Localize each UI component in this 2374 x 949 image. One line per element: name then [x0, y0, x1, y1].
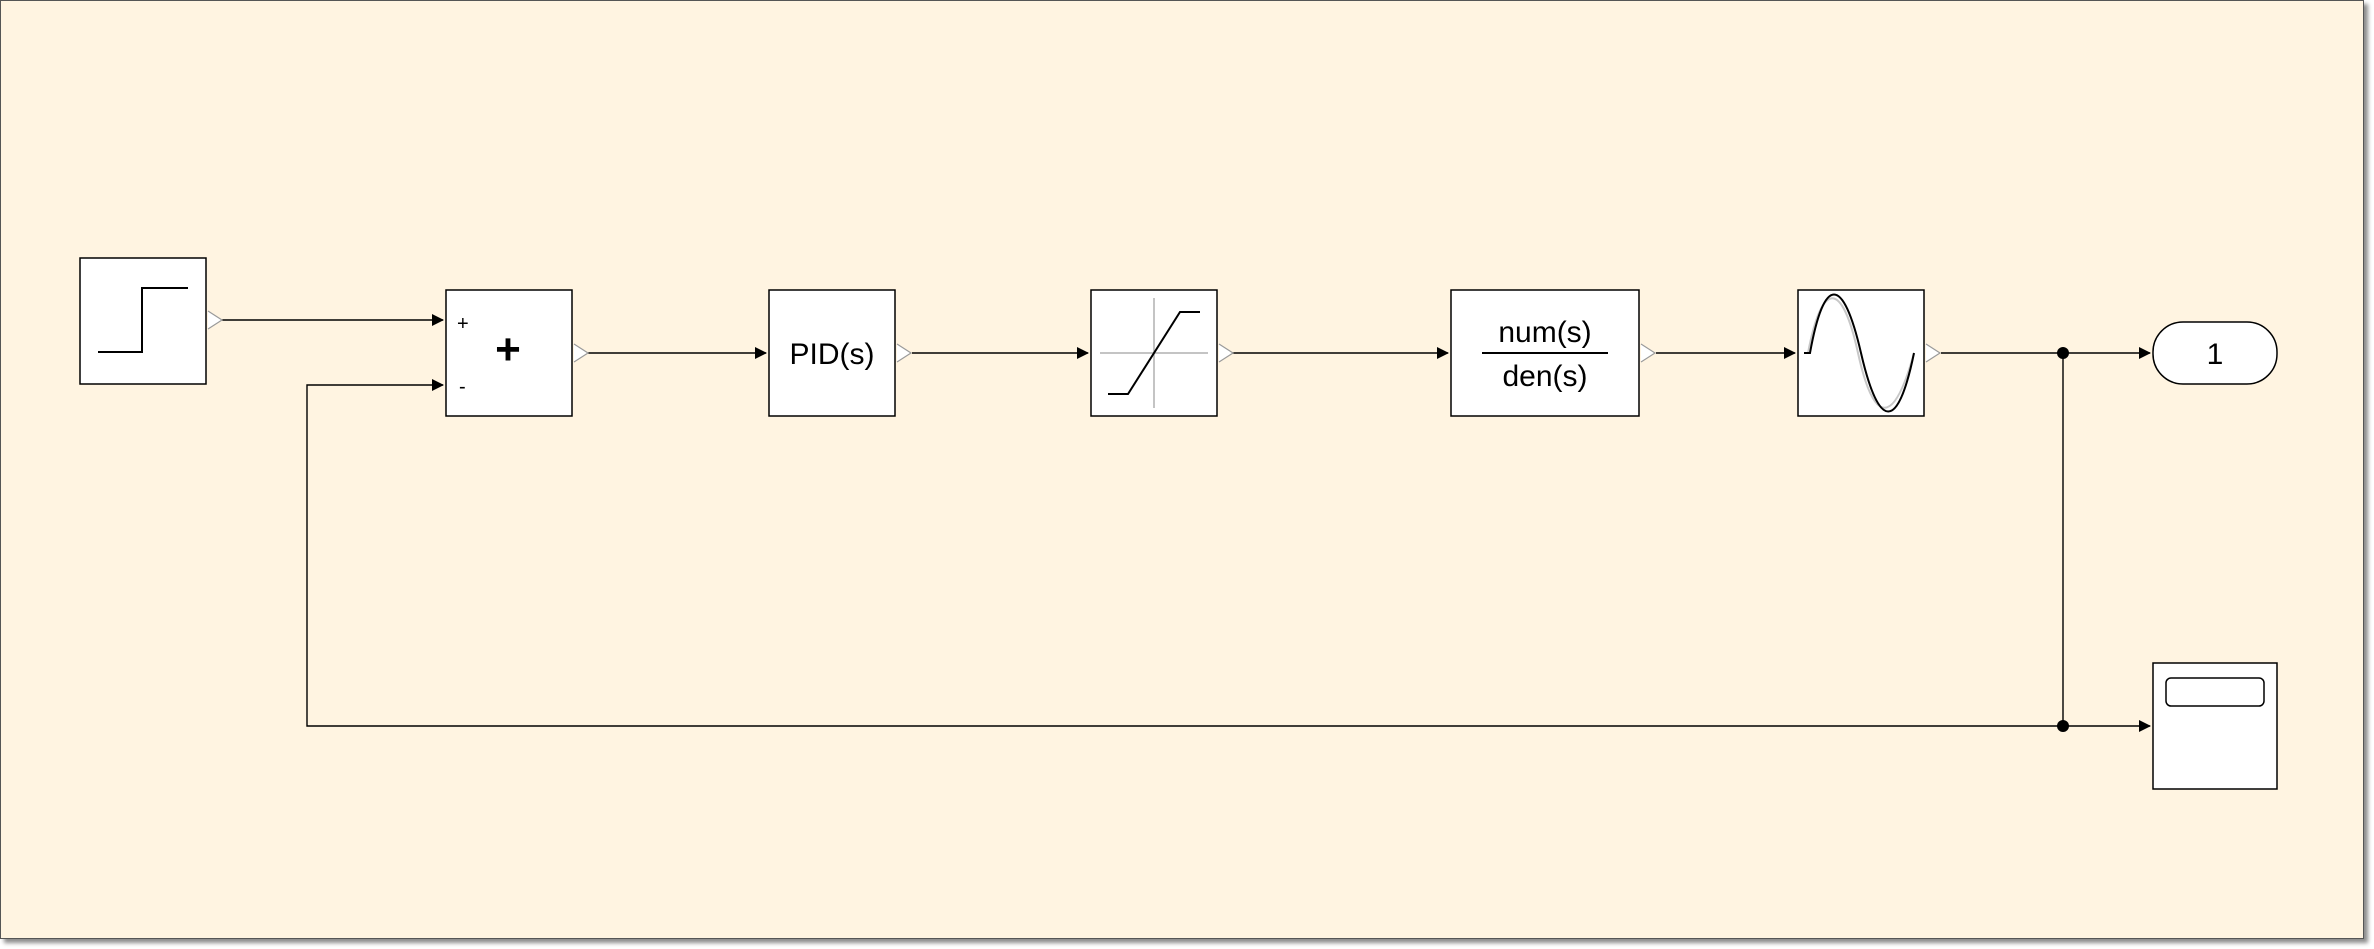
sum-output-port	[573, 343, 590, 363]
pid-output-port	[896, 343, 913, 363]
sine-output-port	[1925, 343, 1942, 363]
tf-output-port	[1640, 343, 1657, 363]
signal-lines	[222, 314, 2151, 732]
tf-numerator: num(s)	[1498, 316, 1591, 349]
step-icon	[98, 287, 188, 353]
signal-feedback-to-sum[interactable]	[306, 379, 2063, 727]
branch-point-bottom	[2057, 720, 2069, 732]
step-block[interactable]	[79, 257, 224, 385]
branch-point-top	[2057, 347, 2069, 359]
saturation-block[interactable]	[1090, 289, 1235, 417]
pid-controller-block[interactable]: PID(s)	[768, 289, 913, 417]
sum-minus-sign: -	[459, 376, 466, 398]
sine-function-block[interactable]	[1797, 289, 1942, 417]
step-output-port	[207, 310, 224, 330]
sum-block[interactable]: + - +	[445, 289, 590, 417]
outport-label: 1	[2207, 338, 2224, 371]
sine-wave-icon	[1804, 293, 1915, 413]
tf-denominator: den(s)	[1502, 360, 1587, 393]
saturation-icon	[1108, 311, 1200, 395]
signal-branch-to-scope[interactable]	[2062, 353, 2151, 732]
sum-symbol: +	[495, 325, 521, 374]
scope-block[interactable]	[2152, 662, 2278, 790]
sum-plus-sign: +	[457, 313, 469, 335]
scope-screen-icon	[2165, 677, 2265, 707]
outport-block[interactable]: 1	[2152, 321, 2278, 385]
saturation-output-port	[1218, 343, 1235, 363]
pid-label: PID(s)	[790, 338, 875, 371]
transfer-function-block[interactable]: num(s) den(s)	[1450, 289, 1657, 417]
